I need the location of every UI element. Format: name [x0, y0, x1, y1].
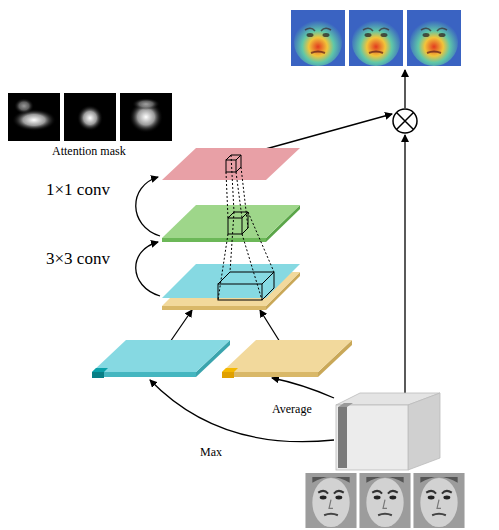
output-faces — [291, 10, 461, 66]
conv-plane — [162, 205, 300, 242]
input-faces — [305, 473, 464, 528]
average-plane — [222, 340, 352, 378]
multiply-symbol — [393, 109, 417, 133]
annotation-label: Average — [272, 403, 312, 416]
attention-masks — [8, 93, 172, 141]
flow-arrows — [136, 70, 405, 442]
annotation-label: 1×1 conv — [46, 181, 110, 200]
kernel-cubes — [218, 155, 274, 300]
annotation-label: Attention mask — [52, 145, 126, 158]
annotation-label: 3×3 conv — [46, 250, 110, 269]
concat-plane — [162, 264, 300, 310]
input-feature-block — [336, 393, 440, 470]
max-plane — [92, 340, 230, 378]
annotation-label: Max — [200, 446, 222, 459]
